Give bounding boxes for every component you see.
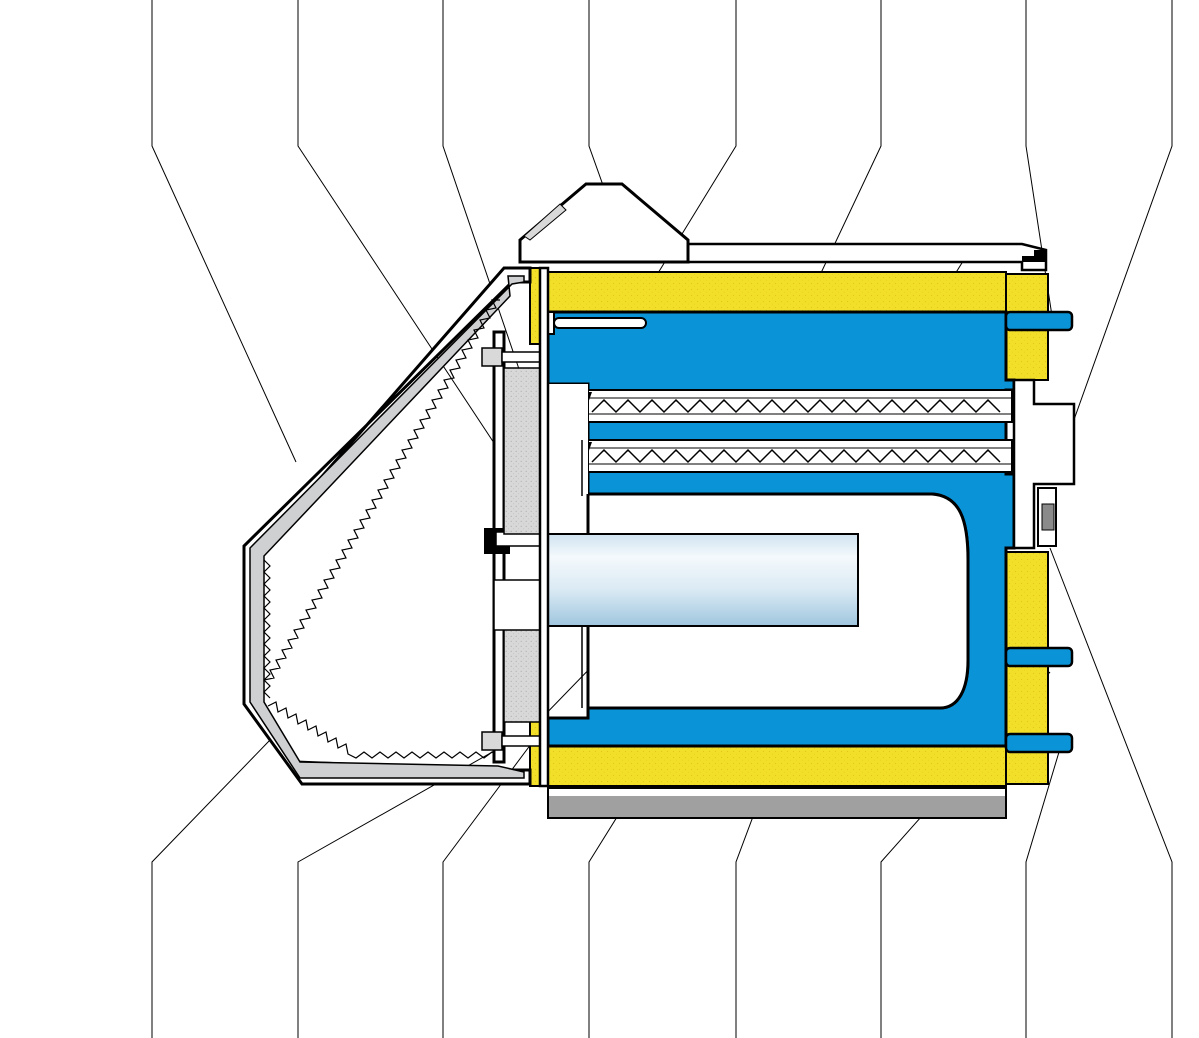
leader-door-frame bbox=[297, 0, 497, 447]
boiler-body bbox=[518, 182, 1076, 819]
door-lining bbox=[249, 275, 525, 779]
bottom-insulation bbox=[547, 745, 1007, 787]
rear-bottom-flange bbox=[1004, 732, 1074, 754]
door-lining-teeth-bottom bbox=[267, 701, 501, 759]
leader-flue-outlet bbox=[1065, 0, 1173, 443]
base-plate-shade bbox=[549, 796, 1005, 817]
leader-door-shell bbox=[151, 0, 297, 463]
fire-tube-upper bbox=[587, 389, 1013, 423]
sight-cover bbox=[518, 182, 690, 264]
leader-door-lining bbox=[151, 739, 271, 1038]
rear-top-corner bbox=[1022, 250, 1046, 262]
rear-top-flange bbox=[1004, 310, 1074, 332]
rear-mid-flange bbox=[1004, 646, 1074, 668]
hinge-bolt-top bbox=[481, 347, 547, 367]
burner-tube bbox=[547, 533, 859, 627]
door bbox=[242, 266, 550, 788]
leader-hinge-bolt bbox=[297, 741, 511, 1038]
front-plate bbox=[538, 266, 550, 788]
refractory-plug-top bbox=[503, 367, 541, 535]
leader-inspection-port bbox=[1049, 547, 1173, 1038]
door-lining-teeth bbox=[263, 299, 500, 681]
door-lining-teeth-side bbox=[263, 559, 271, 699]
flue-outlet bbox=[1012, 378, 1076, 550]
refractory-plug-bottom bbox=[503, 625, 541, 723]
fire-tube-lower bbox=[587, 439, 1013, 473]
sight-cover-hinge bbox=[523, 203, 567, 241]
leader-rear-bottom-flange bbox=[1025, 741, 1063, 1038]
top-insulation bbox=[547, 271, 1007, 313]
